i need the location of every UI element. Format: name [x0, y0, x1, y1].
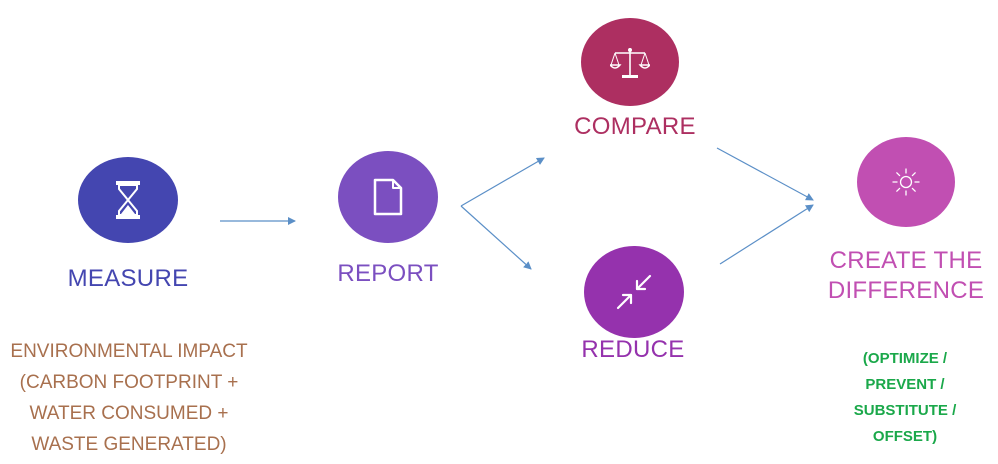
compress-arrows-icon	[616, 274, 652, 310]
measure-description-line: WASTE GENERATED)	[31, 434, 227, 455]
measure-description-line: WATER CONSUMED +	[29, 403, 229, 424]
compare-label: COMPARE	[574, 113, 696, 140]
create-option-line: (OPTIMIZE /	[862, 350, 948, 367]
create-label-line: DIFFERENCE	[827, 277, 985, 304]
document-icon	[373, 178, 403, 216]
hourglass-icon	[116, 181, 140, 219]
measure-label: MEASURE	[67, 265, 189, 292]
create-label: CREATE THE DIFFERENCE	[813, 246, 998, 306]
reduce-label: REDUCE	[581, 336, 685, 363]
arrow-report-to-reduce	[460, 205, 532, 270]
report-node	[338, 151, 438, 243]
sun-icon	[892, 168, 920, 196]
measure-description-line: (CARBON FOOTPRINT +	[19, 372, 239, 393]
create-option-line: SUBSTITUTE /	[853, 402, 957, 419]
arrow-reduce-to-create	[719, 204, 814, 265]
reduce-node	[584, 246, 684, 338]
report-label: REPORT	[337, 260, 439, 287]
measure-node	[78, 157, 178, 243]
create-option-line: PREVENT /	[865, 376, 945, 393]
compare-node	[581, 18, 679, 106]
create-options: (OPTIMIZE / PREVENT / SUBSTITUTE / OFFSE…	[830, 346, 980, 450]
create-node	[857, 137, 955, 227]
create-option-line: OFFSET)	[872, 428, 938, 445]
measure-description-line: ENVIRONMENTAL IMPACT	[10, 341, 248, 362]
arrow-report-to-compare	[460, 157, 545, 207]
create-label-line: CREATE THE	[829, 247, 983, 274]
arrow-compare-to-create	[716, 147, 814, 201]
measure-description: ENVIRONMENTAL IMPACT (CARBON FOOTPRINT +…	[0, 336, 258, 460]
scales-icon	[610, 48, 650, 78]
